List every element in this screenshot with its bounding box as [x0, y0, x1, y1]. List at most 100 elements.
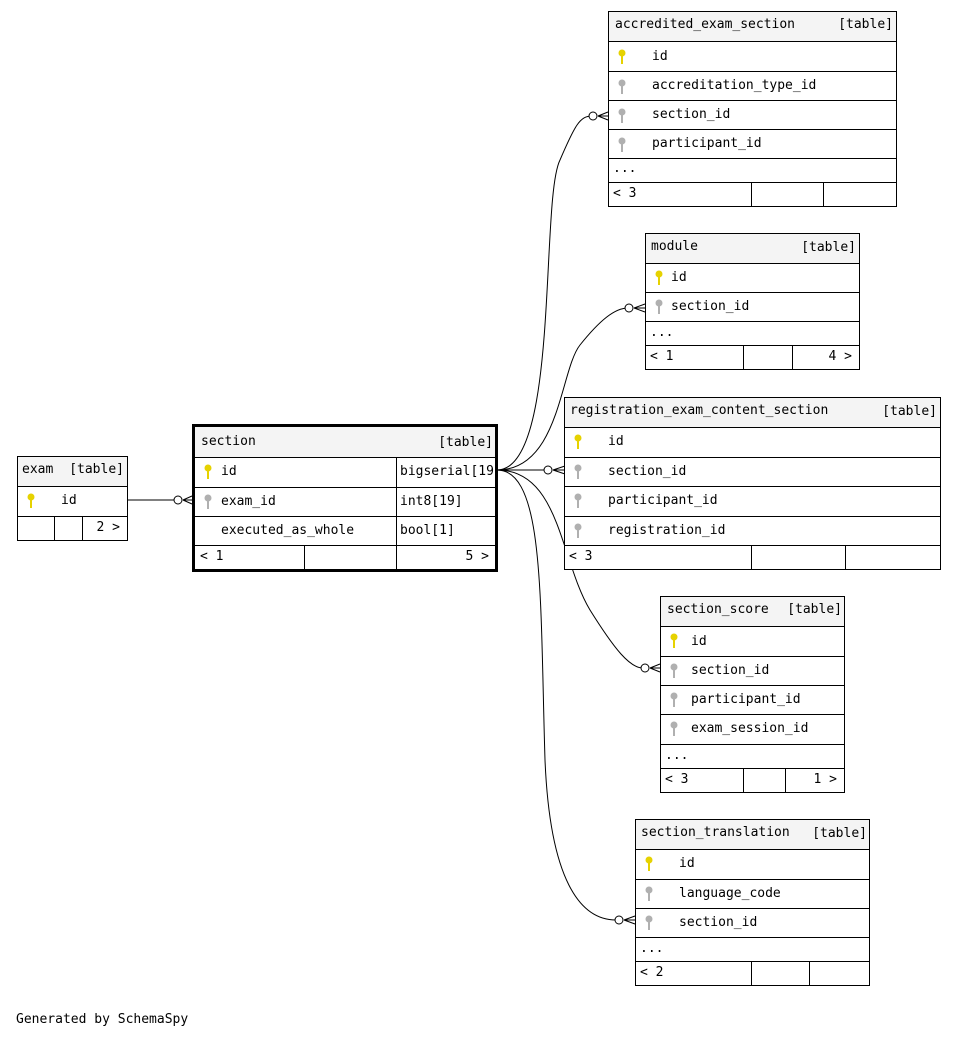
- footer-children-count[interactable]: < 1: [650, 349, 674, 364]
- foreign-key-icon: [618, 79, 626, 95]
- column-row[interactable]: id: [646, 263, 859, 292]
- table-footer: < 1 4 >: [646, 345, 859, 369]
- table-name: section_translation: [641, 825, 790, 840]
- generated-by-note: Generated by SchemaSpy: [16, 1012, 189, 1027]
- column-name: section_id: [691, 663, 770, 678]
- table-section-score[interactable]: section_score [table] id section_id part…: [660, 596, 845, 793]
- column-name: id: [679, 856, 695, 871]
- table-kind: [table]: [801, 240, 856, 255]
- table-accredited-exam-section[interactable]: accredited_exam_section [table] id accre…: [608, 11, 897, 207]
- more-columns-row: ...: [636, 937, 869, 961]
- connector-section-accredited: [496, 115, 593, 471]
- table-header: exam [table]: [18, 457, 127, 486]
- column-row[interactable]: exam_id int8[19]: [195, 487, 495, 516]
- footer-children-count[interactable]: < 3: [613, 186, 637, 201]
- table-section-translation[interactable]: section_translation [table] id language_…: [635, 819, 870, 986]
- column-row[interactable]: registration_id: [565, 516, 940, 545]
- table-header: registration_exam_content_section [table…: [565, 398, 940, 427]
- primary-key-icon: [645, 856, 653, 872]
- column-name: executed_as_whole: [221, 523, 355, 538]
- more-columns-row: ...: [646, 321, 859, 345]
- footer-children-count[interactable]: < 2: [640, 965, 664, 980]
- table-exam[interactable]: exam [table] id 2 >: [17, 456, 128, 541]
- column-row[interactable]: executed_as_whole bool[1]: [195, 516, 495, 545]
- column-row[interactable]: id: [661, 626, 844, 656]
- footer-children-count[interactable]: < 3: [665, 772, 689, 787]
- column-row[interactable]: participant_id: [609, 129, 896, 158]
- table-name: section_score: [667, 602, 769, 617]
- connector-section-module: [496, 307, 629, 471]
- column-name: participant_id: [691, 692, 801, 707]
- column-row[interactable]: id: [18, 486, 127, 516]
- foreign-key-icon: [574, 493, 582, 509]
- column-row[interactable]: section_id: [609, 100, 896, 129]
- column-row[interactable]: participant_id: [565, 486, 940, 516]
- column-row[interactable]: language_code: [636, 879, 869, 908]
- column-row[interactable]: id: [636, 849, 869, 879]
- column-name: id: [671, 270, 687, 285]
- column-row[interactable]: id bigserial[19: [195, 457, 495, 487]
- column-row[interactable]: section_id: [565, 457, 940, 486]
- column-name: section_id: [608, 464, 687, 479]
- column-row[interactable]: id: [609, 41, 896, 71]
- column-type: bigserial[19: [400, 464, 494, 479]
- column-name: id: [61, 493, 77, 508]
- table-section[interactable]: section [table] id bigserial[19 exam_id …: [192, 424, 498, 572]
- table-registration-exam-content-section[interactable]: registration_exam_content_section [table…: [564, 397, 941, 570]
- footer-children-count[interactable]: < 1: [200, 549, 224, 564]
- column-name: section_id: [679, 915, 758, 930]
- primary-key-icon: [204, 464, 212, 480]
- primary-key-icon: [655, 270, 663, 286]
- column-name: registration_id: [608, 523, 726, 538]
- column-row[interactable]: participant_id: [661, 685, 844, 714]
- foreign-key-icon: [618, 137, 626, 153]
- column-type: bool[1]: [400, 523, 455, 538]
- column-name: id: [608, 434, 624, 449]
- primary-key-icon: [27, 493, 35, 509]
- more-columns-row: ...: [609, 158, 896, 182]
- foreign-key-icon: [574, 523, 582, 539]
- column-row[interactable]: accreditation_type_id: [609, 71, 896, 100]
- footer-parents-count[interactable]: 2 >: [96, 520, 120, 535]
- column-name: id: [652, 49, 668, 64]
- table-footer: 2 >: [18, 516, 127, 540]
- footer-parents-count[interactable]: 4 >: [828, 349, 852, 364]
- footer-parents-count[interactable]: 5 >: [465, 549, 489, 564]
- footer-parents-count[interactable]: 1 >: [813, 772, 837, 787]
- table-header: accredited_exam_section [table]: [609, 12, 896, 41]
- table-kind: [table]: [882, 404, 937, 419]
- column-name: language_code: [679, 886, 781, 901]
- table-kind: [table]: [838, 17, 893, 32]
- column-name: participant_id: [652, 136, 762, 151]
- table-name: module: [651, 239, 698, 254]
- column-type: int8[19]: [400, 494, 463, 509]
- column-row[interactable]: section_id: [661, 656, 844, 685]
- more-columns: ...: [665, 748, 689, 763]
- table-name: exam: [22, 462, 54, 477]
- foreign-key-icon: [574, 464, 582, 480]
- table-footer: < 3: [565, 545, 940, 569]
- table-footer: < 3: [609, 182, 896, 206]
- connector-section-score: [496, 469, 644, 669]
- foreign-key-icon: [645, 886, 653, 902]
- table-header: section [table]: [195, 427, 495, 457]
- foreign-key-icon: [670, 692, 678, 708]
- column-name: section_id: [671, 299, 750, 314]
- column-row[interactable]: section_id: [646, 292, 859, 321]
- column-name: exam_id: [221, 494, 276, 509]
- table-footer: < 2: [636, 961, 869, 985]
- table-module[interactable]: module [table] id section_id ... < 1 4 >: [645, 233, 860, 370]
- column-name: accreditation_type_id: [652, 78, 817, 93]
- column-row[interactable]: id: [565, 427, 940, 457]
- table-header: section_score [table]: [661, 597, 844, 626]
- foreign-key-icon: [645, 915, 653, 931]
- footer-children-count[interactable]: < 3: [569, 549, 593, 564]
- more-columns: ...: [650, 325, 674, 340]
- table-name: accredited_exam_section: [615, 17, 796, 32]
- column-row[interactable]: section_id: [636, 908, 869, 937]
- column-name: id: [221, 464, 237, 479]
- column-row[interactable]: exam_session_id: [661, 714, 844, 744]
- primary-key-icon: [670, 633, 678, 649]
- table-name: section: [201, 434, 256, 449]
